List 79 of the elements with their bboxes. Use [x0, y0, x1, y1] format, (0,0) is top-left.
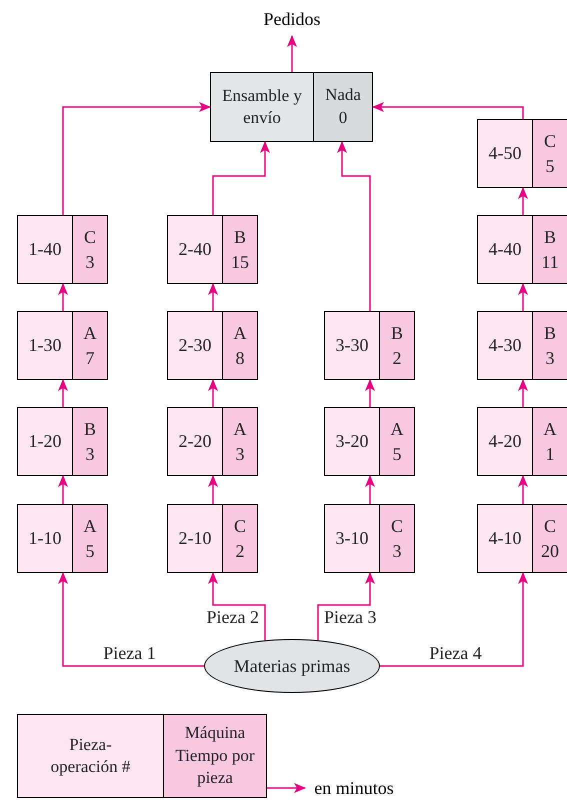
arrow	[518, 187, 528, 215]
machine-time-cell: B 3	[73, 408, 107, 475]
text-label: Pedidos	[252, 6, 332, 32]
machine-time-cell: B 2	[380, 312, 414, 379]
operation-box	[477, 504, 567, 573]
part-operation-label: 4-20	[478, 408, 533, 475]
machine-time-cell: A 5	[380, 408, 414, 475]
arrow	[518, 283, 528, 311]
part-operation-label: 1-20	[18, 408, 73, 475]
arrow	[380, 572, 528, 667]
legend-box	[17, 714, 267, 798]
machine-time-cell: A 3	[223, 408, 257, 475]
machine-time-cell: B 15	[223, 216, 257, 283]
part-operation-label: 2-20	[168, 408, 223, 475]
part-operation-label: 3-10	[325, 505, 380, 572]
machine-time-cell: A 8	[223, 312, 257, 379]
machine-time-cell: B 3	[533, 312, 567, 379]
arrow	[208, 379, 218, 407]
operation-box	[324, 504, 415, 573]
operation-box	[477, 407, 567, 476]
operation-box	[324, 311, 415, 380]
machine-time-cell: B 11	[533, 216, 567, 283]
arrow	[337, 141, 371, 311]
arrow	[317, 572, 375, 640]
operation-box	[477, 215, 567, 284]
arrow	[518, 379, 528, 407]
machine-time-cell: C 3	[380, 505, 414, 572]
process-label: Ensamble y envío	[211, 73, 314, 141]
part-operation-label: 2-30	[168, 312, 223, 379]
machine-time-cell: A 5	[73, 505, 107, 572]
arrow	[518, 475, 528, 504]
arrow	[58, 379, 68, 407]
operation-box	[17, 311, 108, 380]
arrow	[58, 283, 68, 311]
machine-time-cell: C 3	[73, 216, 107, 283]
arrow	[365, 379, 375, 407]
part-operation-label: 3-30	[325, 312, 380, 379]
operation-box	[477, 311, 567, 380]
part-operation-label: Pieza-operación #	[18, 715, 164, 797]
operation-box	[167, 311, 258, 380]
arrow	[287, 35, 297, 72]
arrow	[62, 102, 211, 215]
machine-time-label: Nada 0	[314, 73, 372, 141]
arrow	[208, 283, 218, 311]
arrow	[208, 475, 218, 504]
machine-time-cell: A 7	[73, 312, 107, 379]
operation-box	[167, 215, 258, 284]
operation-box	[477, 119, 567, 188]
part-operation-label: 2-40	[168, 216, 223, 283]
part-operation-label: 1-40	[18, 216, 73, 283]
operation-box	[17, 215, 108, 284]
part-operation-label: 4-10	[478, 505, 533, 572]
arrow	[212, 141, 270, 215]
machine-time-cell: C 2	[223, 505, 257, 572]
machine-time-cell: Máquina Tiempo por pieza	[164, 715, 266, 797]
operation-box	[324, 407, 415, 476]
machine-time-cell: C 5	[533, 120, 567, 187]
part-operation-label: 1-10	[18, 505, 73, 572]
part-operation-label: 3-20	[325, 408, 380, 475]
arrow	[365, 475, 375, 504]
part-operation-label: 4-40	[478, 216, 533, 283]
arrow	[267, 783, 306, 793]
arrow	[208, 572, 266, 640]
part-operation-label: 1-30	[18, 312, 73, 379]
operation-box	[17, 407, 108, 476]
machine-time-cell: C 20	[533, 505, 567, 572]
operation-box	[167, 407, 258, 476]
part-operation-label: 4-50	[478, 120, 533, 187]
operation-box	[167, 504, 258, 573]
arrow	[58, 572, 204, 667]
arrow	[58, 475, 68, 504]
machine-time-cell: A 1	[533, 408, 567, 475]
assembly-box	[210, 72, 373, 142]
part-operation-label: 4-30	[478, 312, 533, 379]
ellipse-node: Materias primas	[204, 639, 380, 693]
operation-box	[17, 504, 108, 573]
arrow	[372, 102, 524, 119]
part-operation-label: 2-10	[168, 505, 223, 572]
text-label: en minutos	[309, 775, 399, 801]
